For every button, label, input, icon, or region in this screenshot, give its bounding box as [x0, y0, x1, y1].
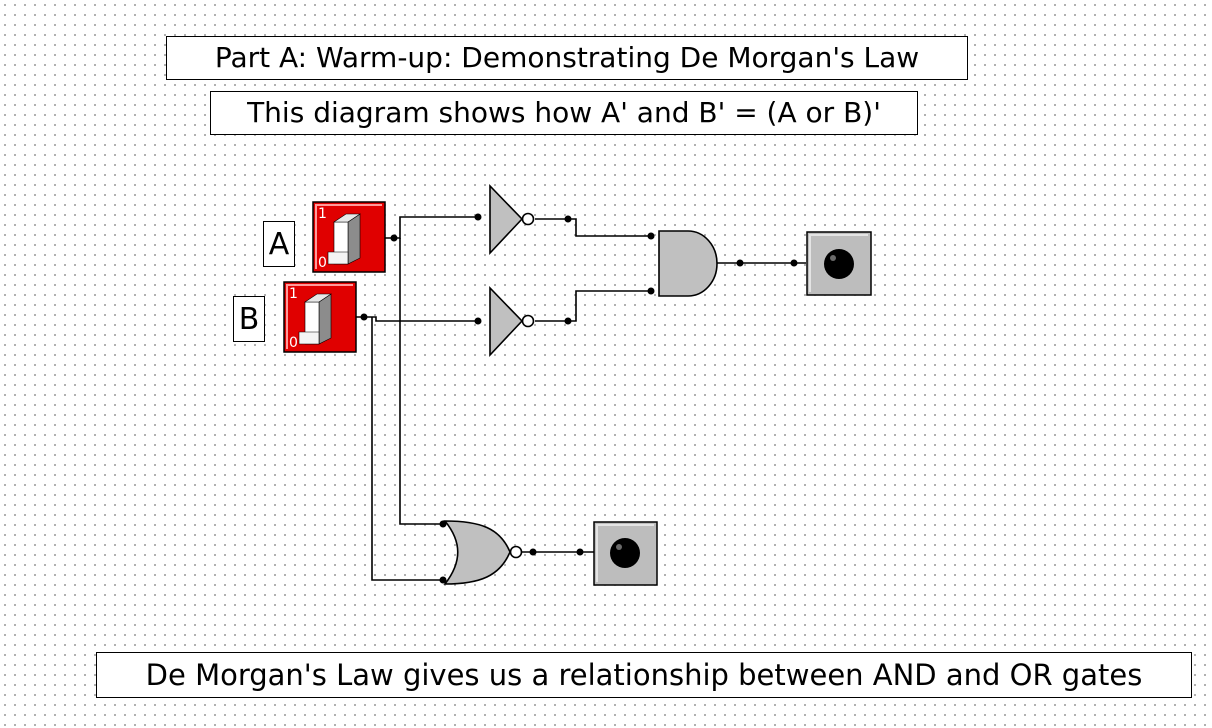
wire-a-to-nor [399, 238, 443, 525]
input-b-label: B [233, 296, 265, 342]
nor-gate [443, 520, 523, 585]
page-subtitle: This diagram shows how A' and B' = (A or… [210, 91, 918, 135]
wires [356, 216, 806, 581]
not-gate-b [489, 286, 535, 358]
switch-a-high-label: 1 [318, 206, 327, 222]
wire-b-to-not-b [356, 316, 478, 322]
switch-b-lever-icon [298, 293, 332, 345]
wire-not-a-to-and [535, 218, 651, 237]
input-a-label: A [263, 221, 295, 267]
led-output-and [806, 231, 872, 296]
switch-b[interactable]: 1 0 [283, 281, 357, 353]
switch-a[interactable]: 1 0 [312, 201, 386, 273]
switch-a-lever-icon [327, 213, 361, 265]
wire-a-to-not-a [385, 216, 478, 239]
led-output-nor [593, 521, 658, 586]
switch-a-low-label: 0 [318, 255, 327, 271]
wire-b-to-nor [371, 317, 443, 581]
and-gate [658, 230, 718, 297]
wire-not-b-to-and [535, 290, 651, 322]
switch-b-low-label: 0 [289, 335, 298, 351]
not-gate-a [489, 184, 535, 256]
footer-note: De Morgan's Law gives us a relationship … [96, 652, 1192, 698]
switch-b-high-label: 1 [289, 286, 298, 302]
junction-dots [360, 213, 798, 584]
page-title: Part A: Warm-up: Demonstrating De Morgan… [166, 36, 968, 80]
